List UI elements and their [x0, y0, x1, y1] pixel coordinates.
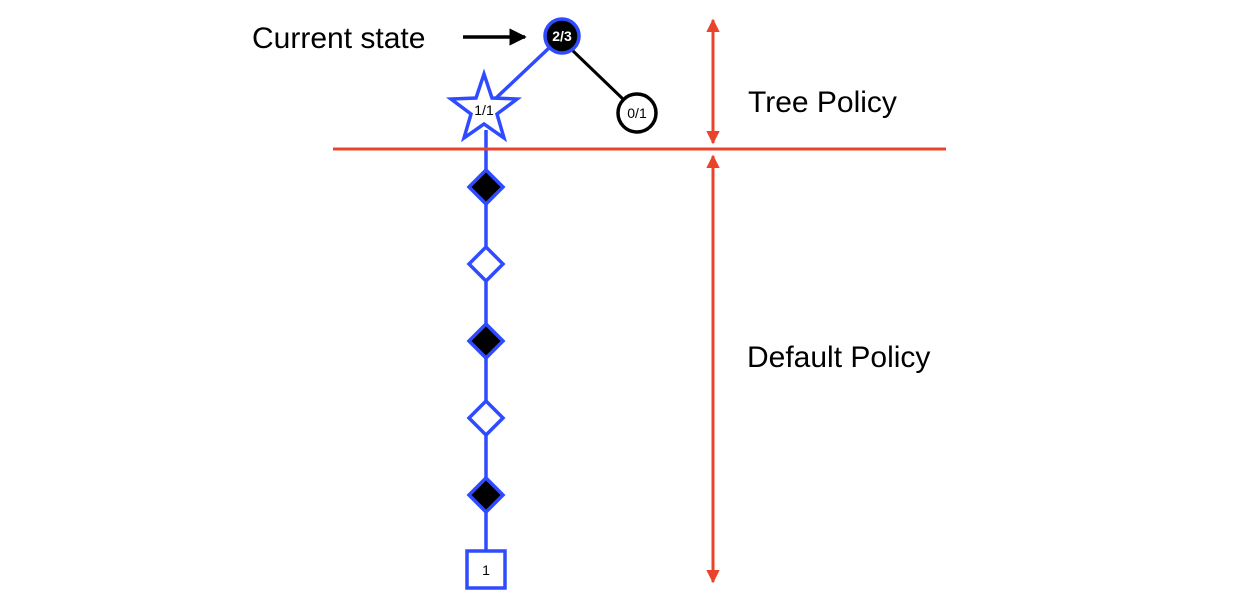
- edge-root-sibling: [570, 48, 626, 102]
- root-node-value: 2/3: [552, 28, 572, 44]
- rollout-node-empty: [466, 244, 506, 284]
- rollout-nodes: [466, 167, 506, 515]
- rollout-node-filled: [466, 475, 506, 515]
- tree-policy-label: Tree Policy: [748, 86, 897, 119]
- terminal-node-value: 1: [482, 562, 490, 578]
- sibling-node-value: 0/1: [627, 105, 647, 121]
- current-state-label: Current state: [252, 22, 425, 55]
- rollout-node-filled: [466, 167, 506, 207]
- default-policy-label: Default Policy: [747, 341, 930, 374]
- rollout-node-empty: [466, 398, 506, 438]
- root-node: 2/3: [543, 17, 581, 55]
- star-node: 1/1: [446, 68, 522, 143]
- star-node-value: 1/1: [474, 102, 494, 118]
- edge-root-star: [493, 46, 551, 101]
- sibling-node: 0/1: [616, 92, 658, 134]
- terminal-node: 1: [465, 549, 507, 590]
- rollout-node-filled: [466, 321, 506, 361]
